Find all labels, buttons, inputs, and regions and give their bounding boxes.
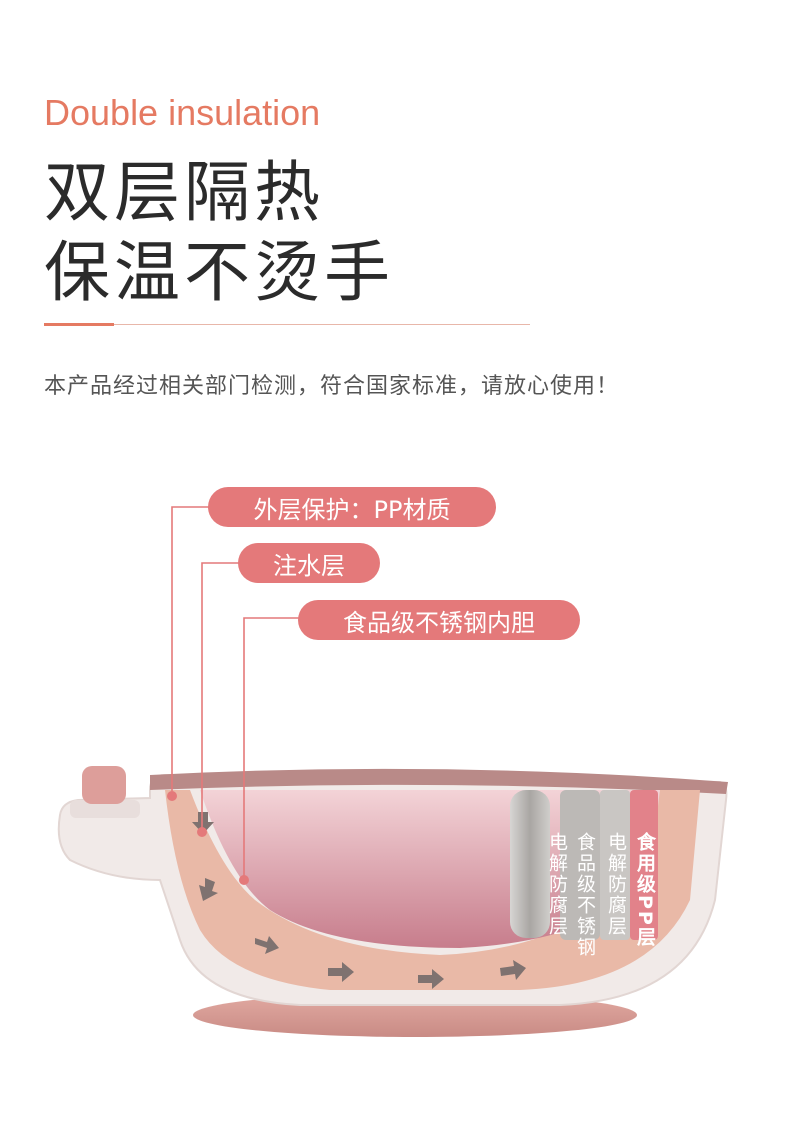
bowl-illustration: 外层保护：PP材质 注水层 食品级不锈钢内胆 电解防腐层 食品级不锈钢 电解防腐… — [0, 460, 790, 1060]
arrow-mark — [328, 962, 354, 982]
arrow-mark — [192, 812, 214, 834]
leader-inner — [243, 617, 300, 880]
arrow-mark — [199, 878, 218, 901]
layer-electrolytic-panel — [510, 790, 550, 938]
arrow-mark — [500, 960, 526, 980]
dot-outer — [167, 791, 177, 801]
dot-inner — [239, 875, 249, 885]
layer-pp-panel — [630, 790, 658, 940]
bowl-cross-section — [57, 506, 728, 1037]
layer-label-pp: 食用级PP层 — [634, 832, 656, 948]
layer-label-stainless: 食品级不锈钢 — [574, 832, 596, 958]
layer-anticorrosion-panel — [600, 790, 630, 940]
arrow-mark — [255, 936, 279, 954]
leader-outer — [171, 506, 210, 791]
bowl-rim — [150, 768, 728, 794]
headline-line-1: 双层隔热 — [44, 154, 324, 231]
callout-outer-layer: 外层保护：PP材质 — [208, 487, 496, 527]
divider-accent — [44, 323, 114, 326]
leader-lines — [171, 506, 300, 880]
water-flow-arrows — [192, 812, 526, 989]
callout-inner-pot: 食品级不锈钢内胆 — [298, 600, 580, 640]
handle-base — [70, 800, 140, 818]
handle-knob — [82, 766, 126, 804]
description-text: 本产品经过相关部门检测，符合国家标准，请放心使用！ — [44, 374, 620, 399]
divider-line — [44, 324, 530, 325]
callout-water-layer: 注水层 — [238, 543, 380, 583]
leader-dots — [167, 791, 249, 885]
headline-line-2: 保温不烫手 — [44, 234, 394, 311]
dot-water — [197, 827, 207, 837]
leader-water — [201, 562, 240, 828]
layer-label-anticorrosion: 电解防腐层 — [605, 832, 627, 937]
english-subtitle: Double insulation — [44, 92, 321, 133]
layer-label-electrolytic: 电解防腐层 — [546, 832, 568, 937]
layer-stainless-panel — [560, 790, 600, 940]
arrow-mark — [418, 969, 444, 989]
